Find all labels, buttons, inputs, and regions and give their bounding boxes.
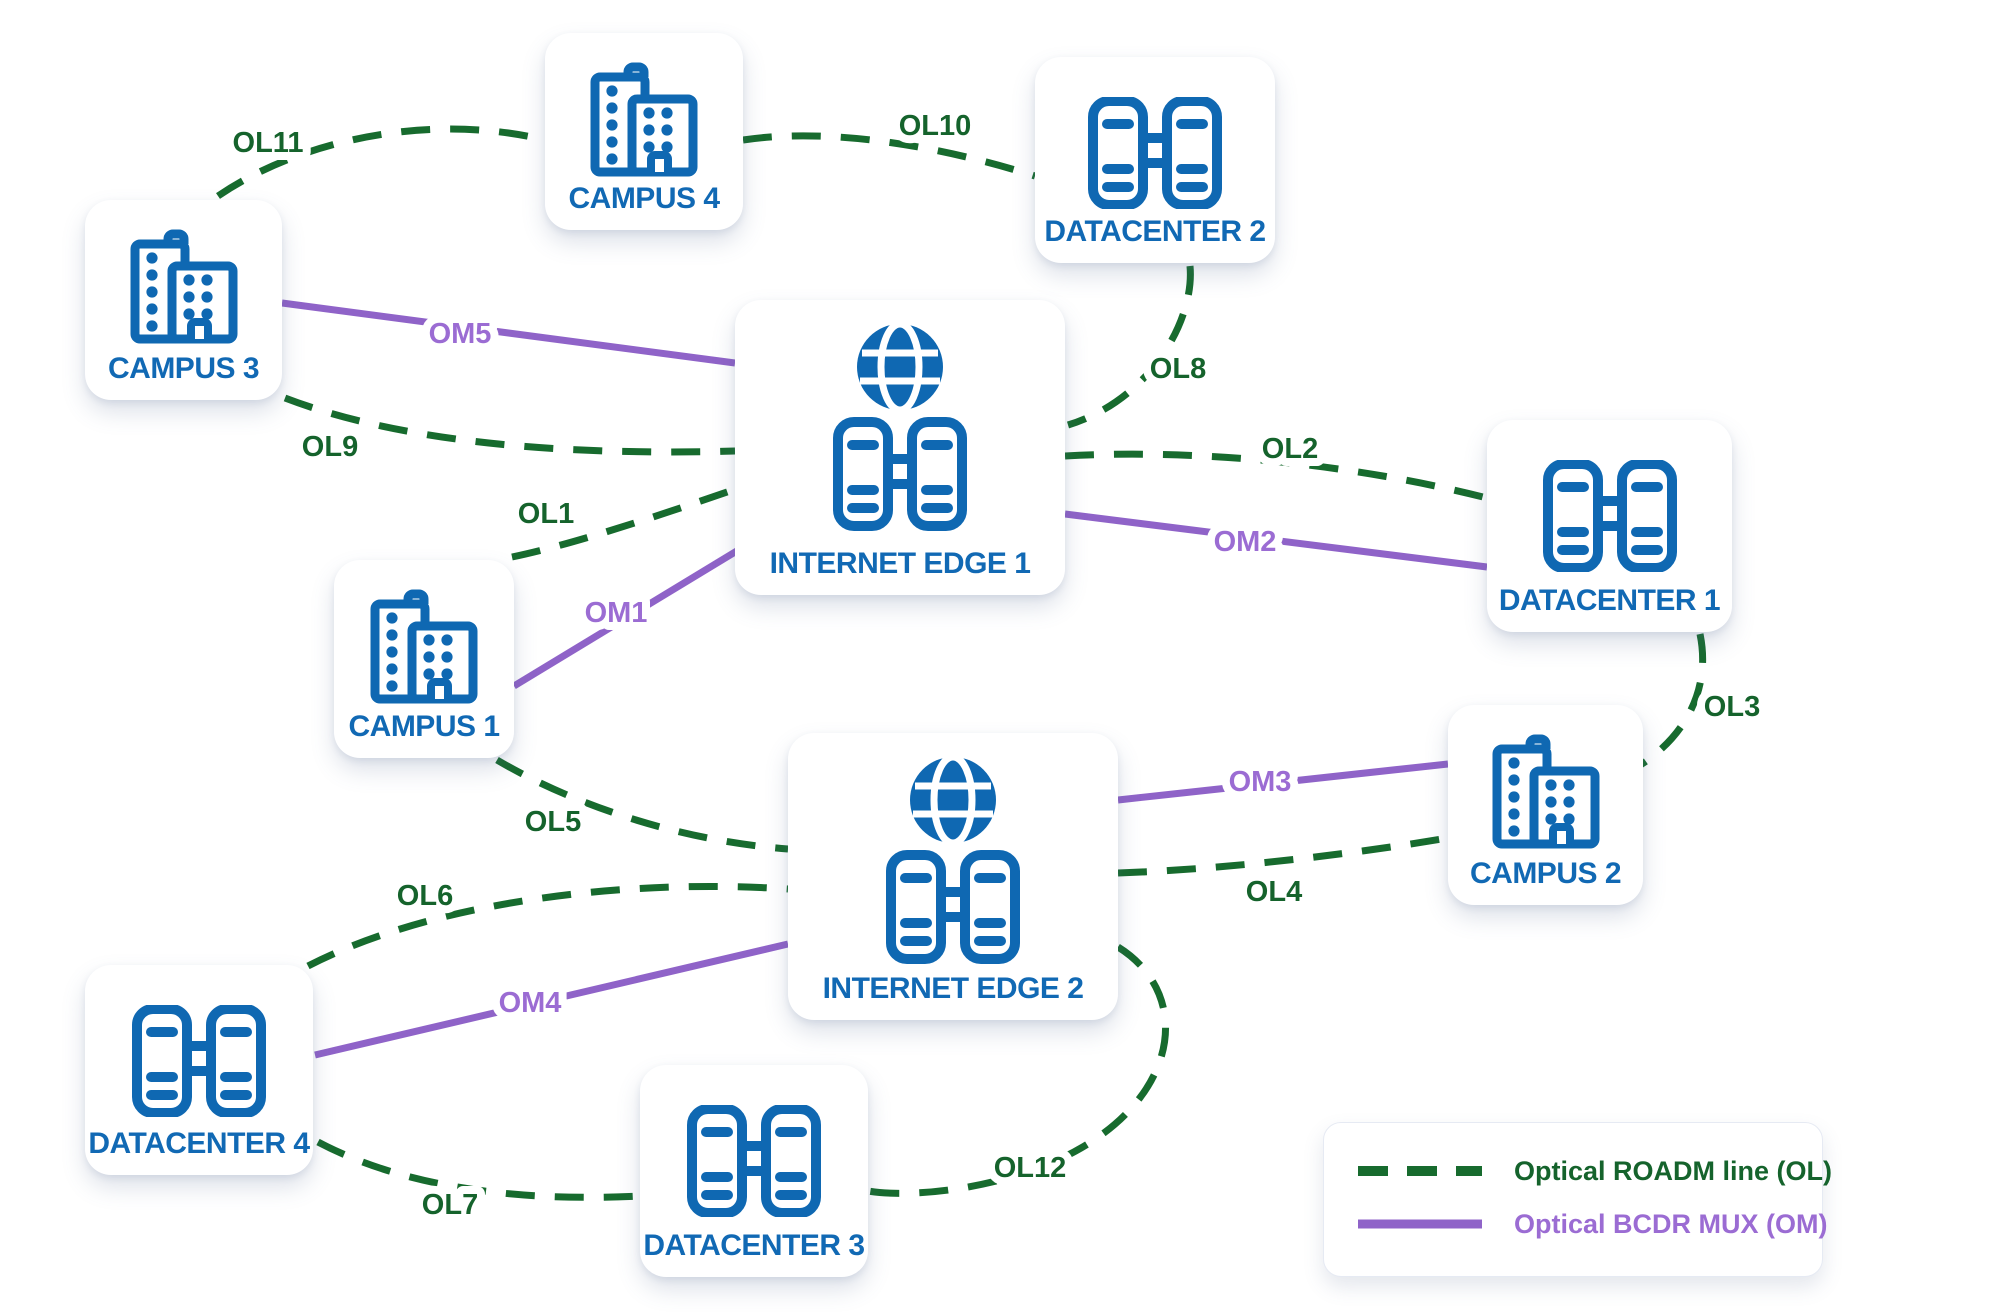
link-label-ol11: OL11 xyxy=(233,127,304,159)
node-internet-edge1: INTERNET EDGE 1 xyxy=(735,300,1065,595)
node-label-datacenter1: DATACENTER 1 xyxy=(1498,584,1721,617)
node-campus3: CAMPUS 3 xyxy=(85,200,282,400)
link-label-om2: OM2 xyxy=(1214,526,1277,558)
link-label-ol7: OL7 xyxy=(422,1189,478,1221)
node-datacenter2: DATACENTER 2 xyxy=(1035,57,1275,263)
server-pair-icon xyxy=(132,1005,266,1117)
building-icon xyxy=(370,589,478,704)
node-label-internet-edge1: INTERNET EDGE 1 xyxy=(769,547,1031,580)
node-label-campus2: CAMPUS 2 xyxy=(1469,857,1622,890)
node-campus1: CAMPUS 1 xyxy=(334,560,514,758)
link-label-om4: OM4 xyxy=(499,987,562,1019)
link-ol6-datacenter4-to-internet-edge2 xyxy=(306,883,789,970)
link-om3-internet-edge2-to-campus2 xyxy=(1117,760,1449,804)
legend-label-ol: Optical ROADM line (OL) xyxy=(1514,1155,1833,1186)
ol-dashed-line-sample-icon xyxy=(1358,1166,1482,1176)
link-label-ol12: OL12 xyxy=(994,1152,1067,1184)
link-label-ol2: OL2 xyxy=(1262,433,1318,465)
legend-row-ol: Optical ROADM line (OL) xyxy=(1324,1156,1832,1187)
link-ol9-campus3-to-internet-edge1 xyxy=(283,394,736,456)
server-pair-icon xyxy=(687,1105,821,1217)
link-label-om5: OM5 xyxy=(429,318,492,350)
legend: Optical ROADM line (OL) Optical BCDR MUX… xyxy=(1323,1122,1832,1277)
building-icon xyxy=(1492,734,1599,849)
node-label-datacenter3: DATACENTER 3 xyxy=(643,1229,865,1262)
link-om4-datacenter4-to-internet-edge2 xyxy=(314,940,789,1059)
link-ol2-internet-edge1-to-datacenter1 xyxy=(1064,450,1488,502)
link-ol8-datacenter2-to-internet-edge1 xyxy=(1066,265,1194,429)
globe-server-icon xyxy=(886,753,1020,964)
link-label-ol9: OL9 xyxy=(302,431,358,463)
node-label-internet-edge2: INTERNET EDGE 2 xyxy=(822,972,1084,1005)
server-pair-icon xyxy=(1088,97,1222,209)
link-label-ol10: OL10 xyxy=(899,110,972,142)
om-solid-line-sample-icon xyxy=(1358,1219,1482,1229)
link-label-ol4: OL4 xyxy=(1246,876,1302,908)
link-ol11-campus3-to-campus4 xyxy=(216,125,546,199)
link-ol10-campus4-to-datacenter2 xyxy=(742,132,1037,180)
link-ol12-internet-edge2-to-datacenter3 xyxy=(867,944,1170,1197)
link-ol4-internet-edge2-to-campus2 xyxy=(1117,834,1449,877)
link-label-ol8: OL8 xyxy=(1150,353,1206,385)
node-label-campus1: CAMPUS 1 xyxy=(348,710,500,743)
link-label-ol5: OL5 xyxy=(525,806,581,838)
node-label-campus3: CAMPUS 3 xyxy=(107,352,260,385)
link-ol3-datacenter1-to-campus2 xyxy=(1630,633,1707,774)
link-label-ol1: OL1 xyxy=(518,498,574,530)
legend-row-om: Optical BCDR MUX (OM) xyxy=(1324,1209,1828,1240)
node-label-datacenter4: DATACENTER 4 xyxy=(88,1127,310,1160)
link-ol7-datacenter4-to-datacenter3 xyxy=(316,1138,641,1201)
link-label-om1: OM1 xyxy=(585,597,648,629)
node-datacenter1: DATACENTER 1 xyxy=(1487,420,1732,632)
link-om2-internet-edge1-to-datacenter1 xyxy=(1064,510,1488,571)
link-ol1-campus1-to-internet-edge1 xyxy=(511,487,732,561)
node-campus2: CAMPUS 2 xyxy=(1448,705,1643,905)
link-om1-campus1-to-internet-edge1 xyxy=(512,543,747,689)
node-campus4: CAMPUS 4 xyxy=(545,33,743,230)
link-label-ol6: OL6 xyxy=(397,880,453,912)
server-pair-icon xyxy=(1542,460,1677,572)
node-internet-edge2: INTERNET EDGE 2 xyxy=(788,733,1118,1020)
link-label-om3: OM3 xyxy=(1229,766,1292,798)
node-datacenter3: DATACENTER 3 xyxy=(640,1065,868,1277)
node-label-campus4: CAMPUS 4 xyxy=(568,182,720,215)
legend-label-om: Optical BCDR MUX (OM) xyxy=(1514,1208,1828,1239)
link-label-ol3: OL3 xyxy=(1704,691,1760,723)
globe-server-icon xyxy=(833,320,967,531)
node-datacenter4: DATACENTER 4 xyxy=(85,965,313,1175)
building-icon xyxy=(590,62,698,177)
link-ol5-campus1-to-internet-edge2 xyxy=(495,756,789,853)
building-icon xyxy=(130,229,237,344)
link-om5-campus3-to-internet-edge1 xyxy=(281,299,736,367)
node-label-datacenter2: DATACENTER 2 xyxy=(1044,215,1266,248)
